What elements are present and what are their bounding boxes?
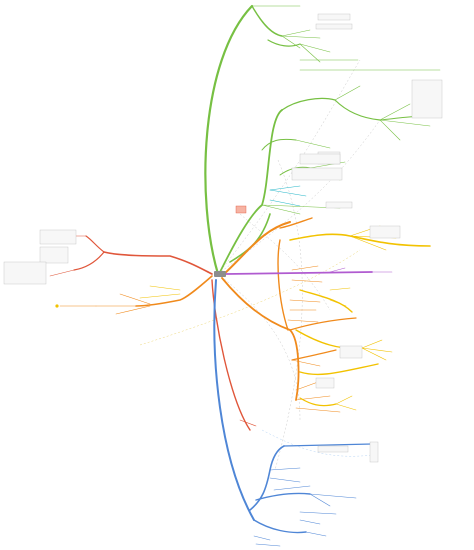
note-box: [411, 79, 443, 119]
note-box: [317, 445, 349, 453]
branch-red: [3, 205, 257, 431]
branch-yellow: [289, 225, 431, 411]
note-box: [325, 201, 353, 209]
note-box: [3, 261, 47, 285]
note-box: [369, 441, 379, 463]
note-box: [317, 13, 351, 21]
note-box: [235, 205, 247, 214]
branch-green: [204, 4, 443, 276]
branch-orange-left: [55, 275, 213, 315]
cross-reference-links: [139, 59, 381, 471]
note-box: [39, 246, 69, 264]
note-box: [291, 167, 343, 181]
note-box: [39, 229, 77, 245]
branch-orange: [221, 217, 357, 413]
note-box: [369, 225, 401, 239]
central-topic[interactable]: [214, 271, 226, 277]
warning-dot-icon: [55, 304, 59, 308]
branch-purple: [225, 267, 393, 275]
note-box: [339, 345, 363, 359]
note-box: [315, 23, 353, 30]
note-box: [299, 153, 341, 165]
branch-blue: [213, 279, 379, 547]
note-box: [315, 377, 335, 389]
